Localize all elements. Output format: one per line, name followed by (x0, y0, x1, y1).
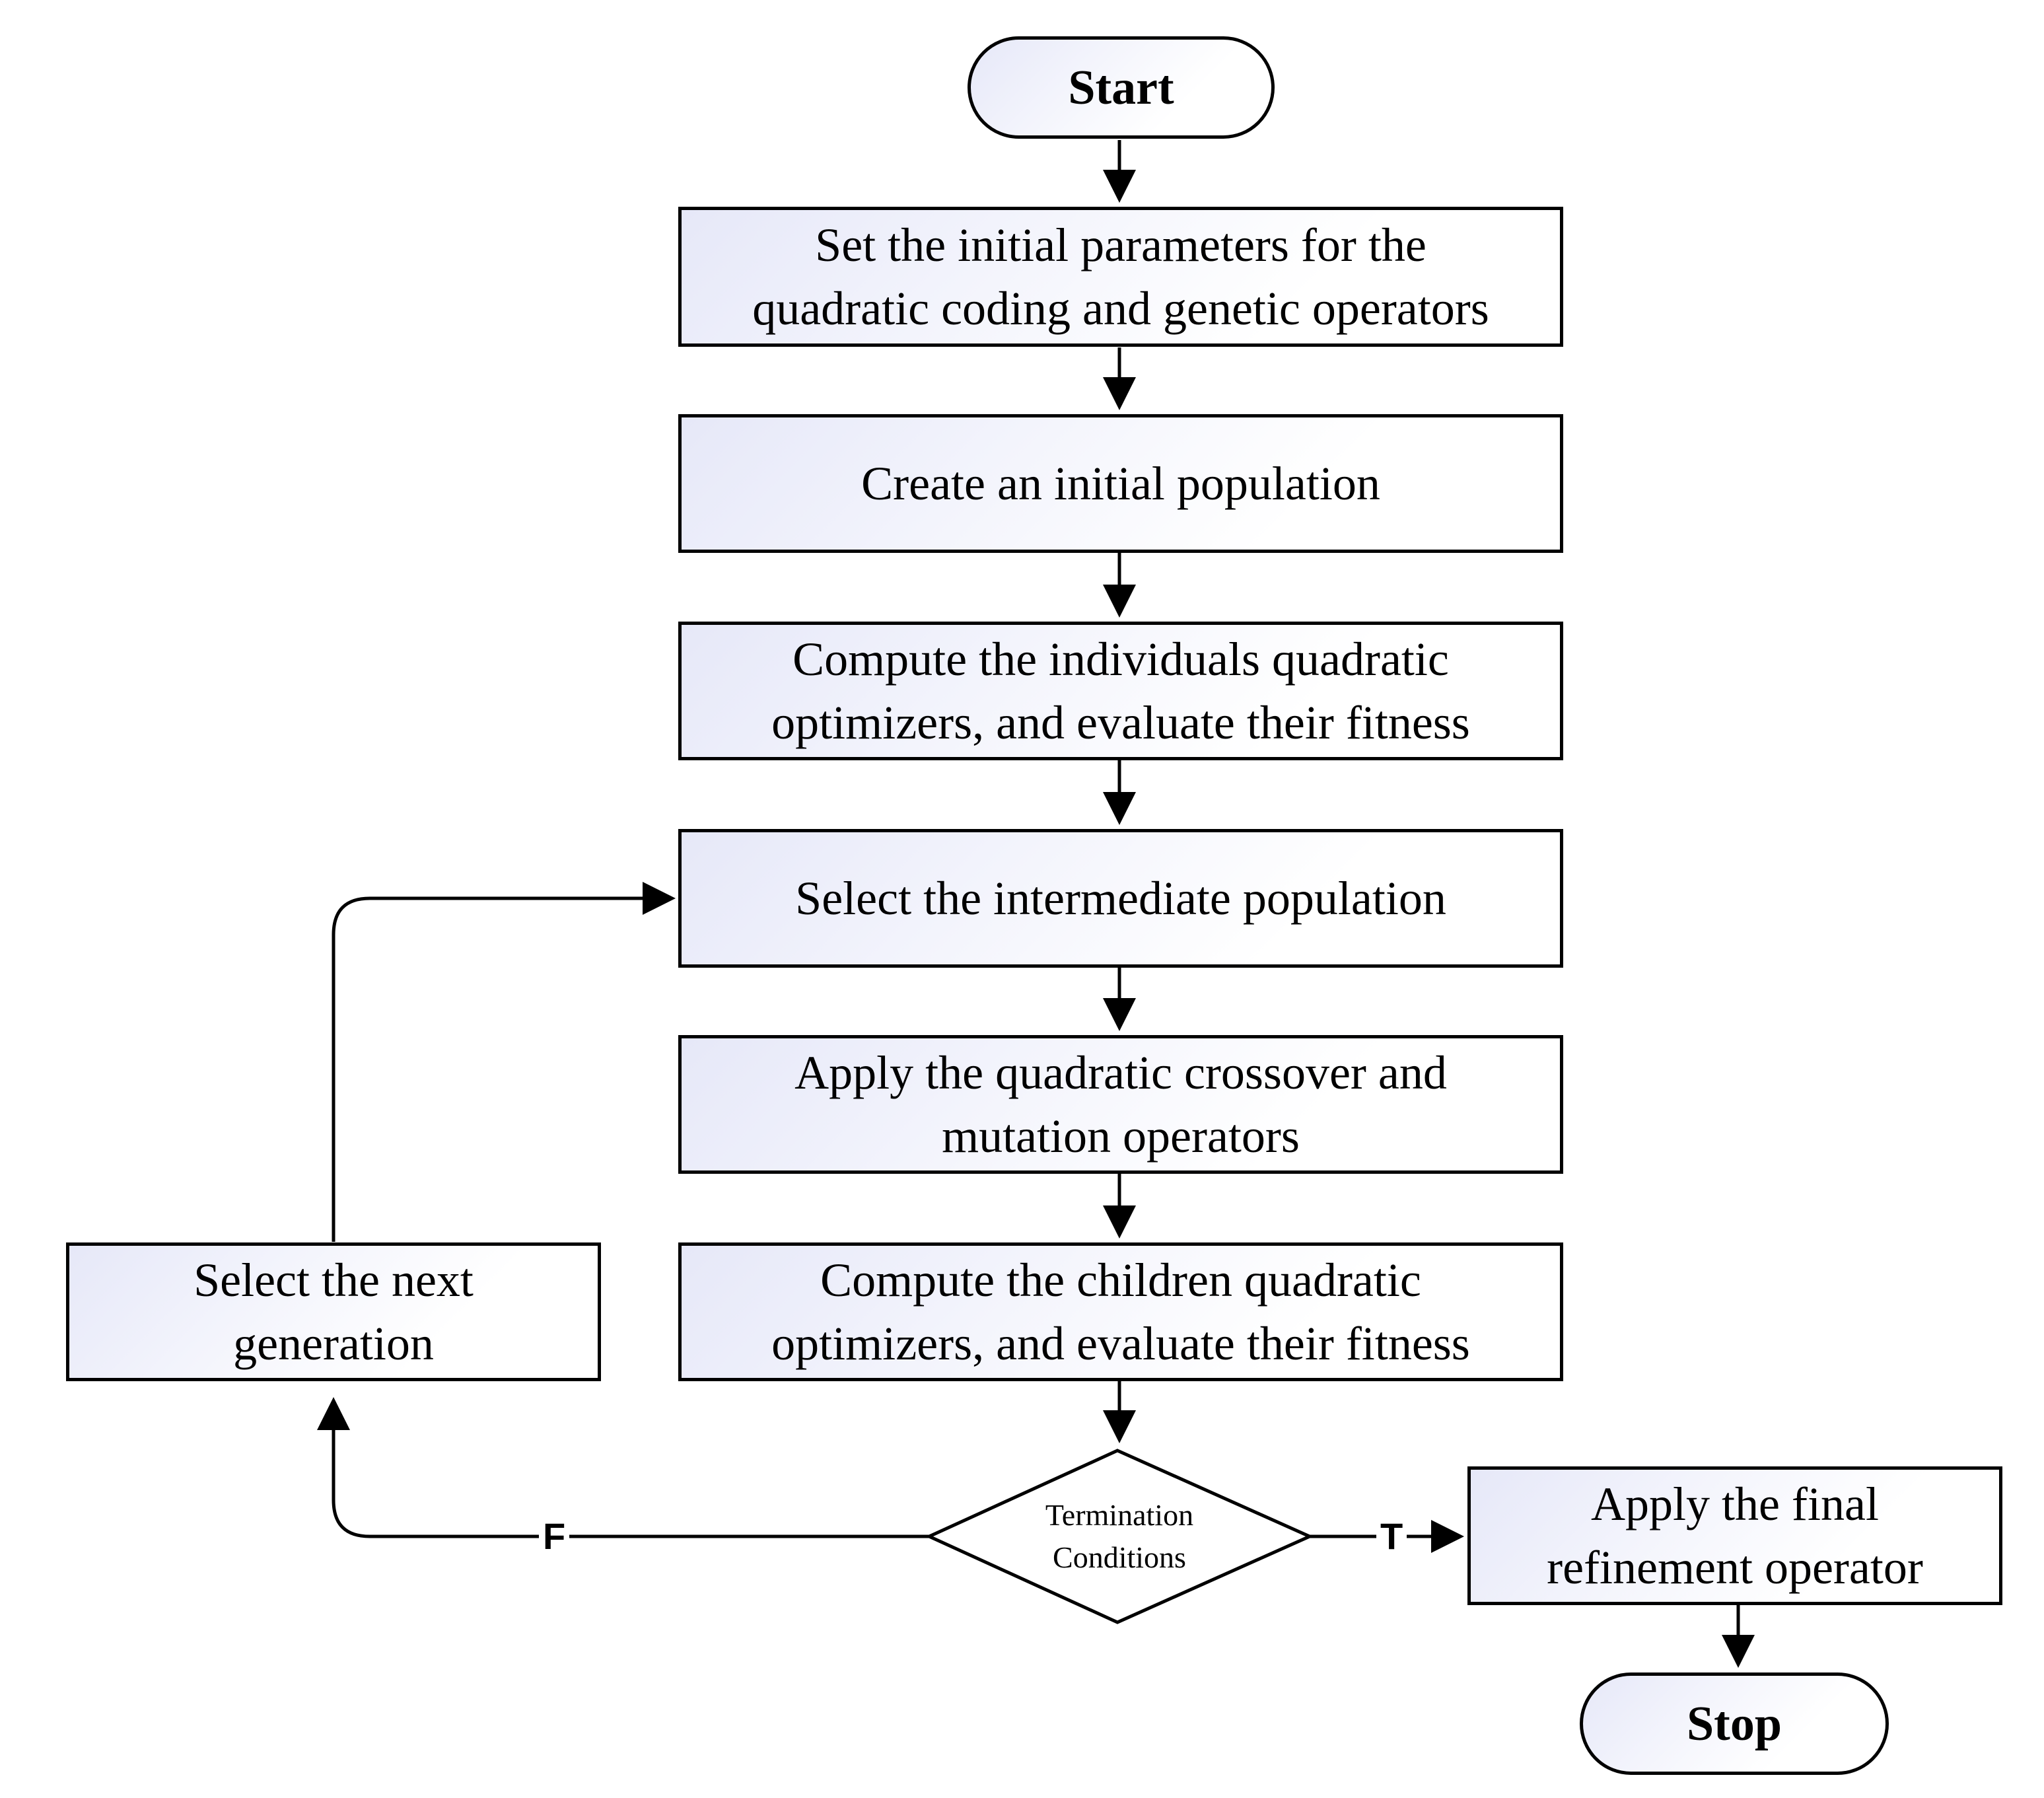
compute-children-step: Compute the children quadratic optimizer… (678, 1242, 1563, 1381)
termination-diamond (925, 1449, 1314, 1624)
select-intermediate-label: Select the intermediate population (795, 872, 1446, 925)
select-next-generation-step: Select the next generation (66, 1242, 601, 1381)
select-intermediate-step: Select the intermediate population (678, 829, 1563, 968)
set-params-label: Set the initial parameters for the quadr… (752, 219, 1489, 335)
termination-label: Termination Conditions (1045, 1498, 1194, 1574)
set-params-step: Set the initial parameters for the quadr… (678, 207, 1563, 347)
arrow-false-branch (317, 1397, 929, 1538)
final-refinement-step: Apply the final refinement operator (1467, 1466, 2002, 1605)
false-branch-label: F (539, 1517, 570, 1556)
create-population-label: Create an initial population (861, 457, 1380, 510)
stop-terminal: Stop (1580, 1672, 1889, 1775)
create-population-step: Create an initial population (678, 414, 1563, 553)
apply-crossover-step: Apply the quadratic crossover and mutati… (678, 1035, 1563, 1174)
start-label: Start (1068, 60, 1174, 115)
stop-label: Stop (1687, 1696, 1782, 1751)
select-next-generation-label: Select the next generation (194, 1254, 474, 1370)
apply-crossover-label: Apply the quadratic crossover and mutati… (794, 1046, 1447, 1163)
compute-individuals-label: Compute the individuals quadratic optimi… (771, 633, 1470, 749)
compute-individuals-step: Compute the individuals quadratic optimi… (678, 622, 1563, 760)
start-terminal: Start (968, 36, 1275, 139)
final-refinement-label: Apply the final refinement operator (1547, 1478, 1923, 1594)
arrow-loop-back (332, 882, 676, 1242)
true-branch-label: T (1376, 1517, 1407, 1556)
compute-children-label: Compute the children quadratic optimizer… (771, 1254, 1470, 1370)
